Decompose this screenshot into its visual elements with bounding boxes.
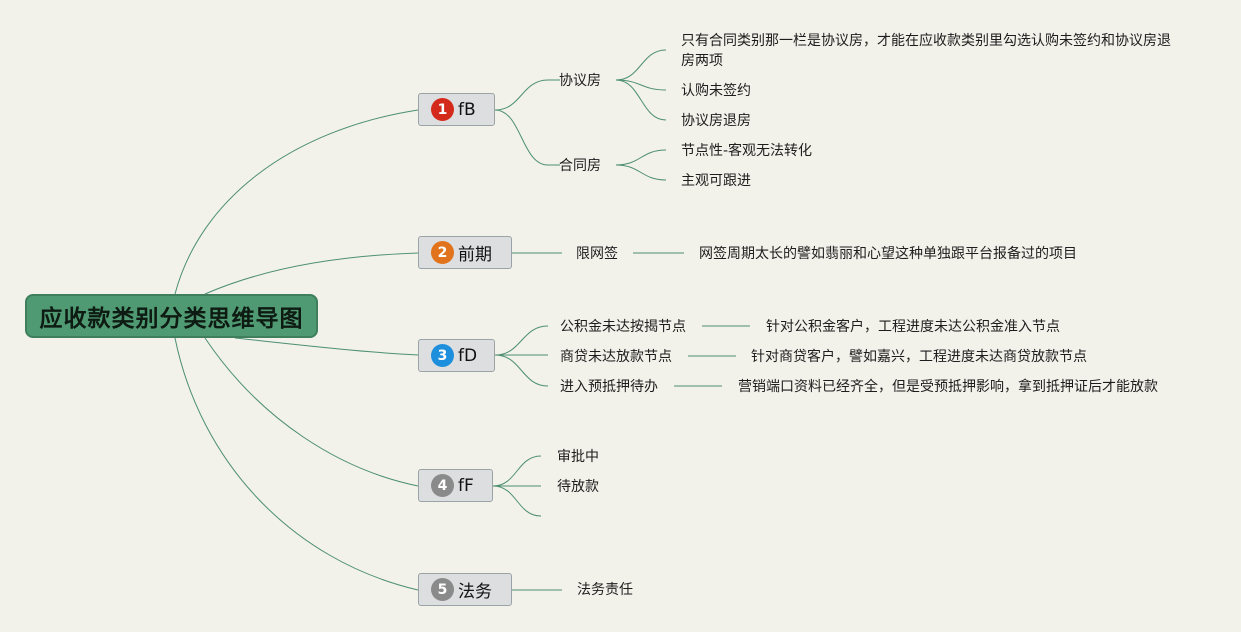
priority-2-icon: 2 — [431, 241, 454, 264]
topic-fd[interactable]: 3 fD — [418, 339, 495, 372]
leaf-shangdai-kehu[interactable]: 针对商贷客户，譬如嘉兴，工程进度未达商贷放款节点 — [751, 349, 1087, 365]
link-leaf-3 — [615, 79, 667, 121]
subtopic-hetongfang[interactable]: 合同房 — [559, 158, 601, 174]
subtopic-xianwangqian[interactable]: 限网签 — [576, 246, 618, 262]
root-link-1 — [174, 109, 419, 295]
leaf-xieyifang-tuifang[interactable]: 协议房退房 — [681, 113, 751, 129]
leaf-rengou-weiqianyue[interactable]: 认购未签约 — [681, 83, 751, 99]
topic-fb[interactable]: 1 fB — [418, 93, 495, 126]
leaf-zhuguan-kegenjin[interactable]: 主观可跟进 — [681, 173, 751, 189]
subtopic-fawu-zeren[interactable]: 法务责任 — [577, 582, 633, 598]
priority-1-icon: 1 — [431, 98, 454, 121]
priority-4-icon: 4 — [431, 474, 454, 497]
leaf-gongjijin-kehu[interactable]: 针对公积金客户，工程进度未达公积金准入节点 — [766, 319, 1060, 335]
root-title: 应收款类别分类思维导图 — [39, 306, 304, 332]
subtopic-gongjijin[interactable]: 公积金未达按揭节点 — [560, 319, 686, 335]
link-leaf-4 — [615, 149, 667, 166]
link-leaf-1 — [615, 49, 667, 81]
root-link-3 — [234, 337, 419, 356]
priority-3-icon: 3 — [431, 344, 454, 367]
link-fd-gongjijin — [494, 325, 549, 356]
link-fb-xieyifang — [494, 79, 549, 111]
link-fb-hetongfang — [494, 109, 549, 166]
leaf-yingxiao-ziliao[interactable]: 营销端口资料已经齐全，但是受预抵押影响，拿到抵押证后才能放款 — [738, 379, 1158, 395]
link-ff-shenpizhong — [492, 455, 542, 487]
subtopic-daifangkuan[interactable]: 待放款 — [557, 479, 599, 495]
topic-label: fB — [458, 99, 476, 120]
topic-ff[interactable]: 4 fF — [418, 469, 493, 502]
link-leaf-5 — [615, 164, 667, 181]
topic-qianqi[interactable]: 2 前期 — [418, 236, 512, 269]
leaf-xieyifang-rule[interactable]: 只有合同类别那一栏是协议房，才能在应收款类别里勾选认购未签约和协议房退房两项 — [681, 33, 1171, 69]
subtopic-shenpizhong[interactable]: 审批中 — [557, 449, 599, 465]
topic-label: fD — [458, 345, 478, 366]
link-ff-empty — [492, 485, 542, 517]
topic-fawu[interactable]: 5 法务 — [418, 573, 512, 606]
root-link-4 — [204, 337, 419, 487]
link-fd-yudiya — [494, 354, 549, 387]
leaf-jiedianxing[interactable]: 节点性-客观无法转化 — [681, 143, 813, 159]
topic-label: fF — [458, 475, 474, 496]
subtopic-shangdai[interactable]: 商贷未达放款节点 — [560, 349, 672, 365]
topic-label: 前期 — [458, 245, 492, 265]
topic-label: 法务 — [458, 582, 492, 602]
leaf-wangqian-zhouqi[interactable]: 网签周期太长的譬如翡丽和心望这种单独跟平台报备过的项目 — [699, 246, 1077, 262]
subtopic-xieyifang[interactable]: 协议房 — [559, 73, 601, 89]
root-topic[interactable]: 应收款类别分类思维导图 — [25, 294, 318, 338]
subtopic-yudiya[interactable]: 进入预抵押待办 — [560, 379, 658, 395]
root-link-5 — [174, 337, 419, 591]
priority-5-icon: 5 — [431, 578, 454, 601]
root-link-2 — [204, 252, 419, 295]
